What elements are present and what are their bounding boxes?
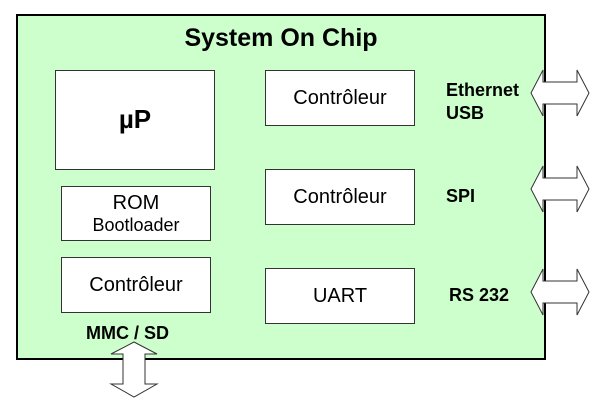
ethernet-usb-controller-box: Contrôleur	[265, 70, 415, 126]
ethernet-usb-double-arrow	[530, 69, 590, 117]
ethernet-label: Ethernet	[446, 80, 520, 100]
mmc-controller-label: Contrôleur	[89, 274, 183, 296]
diagram-title: System On Chip	[184, 24, 378, 52]
mmc-sd-double-arrow	[109, 341, 159, 398]
ethernet-usb-controller-label: Contrôleur	[293, 87, 387, 109]
mmc-controller-box: Contrôleur	[61, 257, 211, 313]
spi-controller-label: Contrôleur	[293, 186, 387, 208]
rs232-double-arrow	[530, 268, 590, 316]
mmc-sd-label: MMC / SD	[86, 323, 169, 343]
rom-label: ROM	[112, 191, 160, 214]
ethernet-usb-label: Ethernet USB	[446, 79, 519, 126]
microprocessor-label: µP	[118, 104, 152, 135]
spi-double-arrow	[530, 165, 590, 213]
uart-label: UART	[312, 285, 368, 307]
bootloader-label: Bootloader	[92, 214, 180, 235]
rs232-label: RS 232	[449, 285, 510, 305]
microprocessor-box: µP	[55, 70, 215, 170]
rom-bootloader-box: ROM Bootloader	[61, 186, 211, 241]
usb-label: USB	[446, 103, 485, 124]
uart-box: UART	[265, 268, 415, 324]
spi-controller-box: Contrôleur	[265, 169, 415, 225]
spi-label: SPI	[446, 186, 476, 206]
